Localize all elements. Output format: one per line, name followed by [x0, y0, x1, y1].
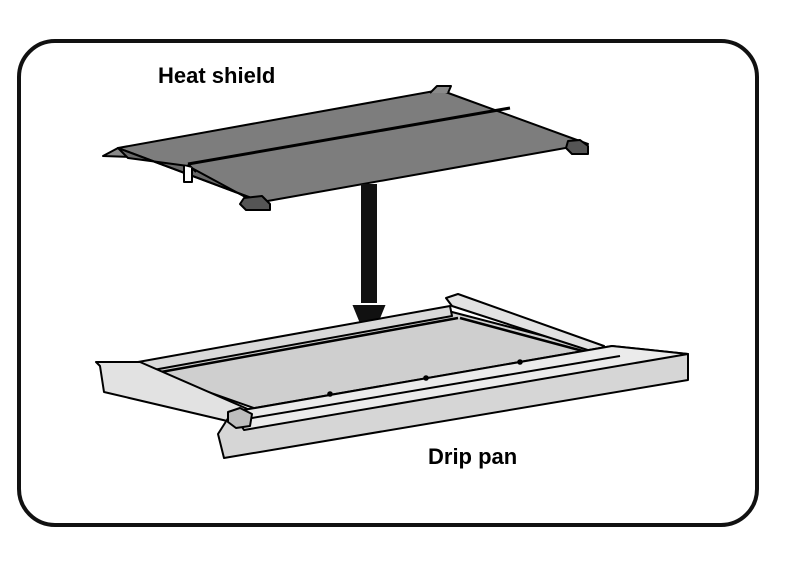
- heat-shield-right-foot: [565, 139, 589, 155]
- drip-pan: [95, 293, 689, 459]
- heat-shield-label: Heat shield: [158, 63, 276, 88]
- heat-shield-lip: [117, 147, 263, 207]
- drip-pan-corner: [227, 407, 253, 429]
- heat-shield: [102, 85, 589, 211]
- heat-shield-crease: [187, 106, 511, 166]
- heat-shield-leg: [183, 166, 193, 183]
- heat-shield-rear-tab: [429, 85, 452, 94]
- heat-shield-plate: [117, 89, 589, 203]
- drip-pan-label: Drip pan: [428, 444, 518, 469]
- heat-shield-front-foot: [239, 195, 271, 211]
